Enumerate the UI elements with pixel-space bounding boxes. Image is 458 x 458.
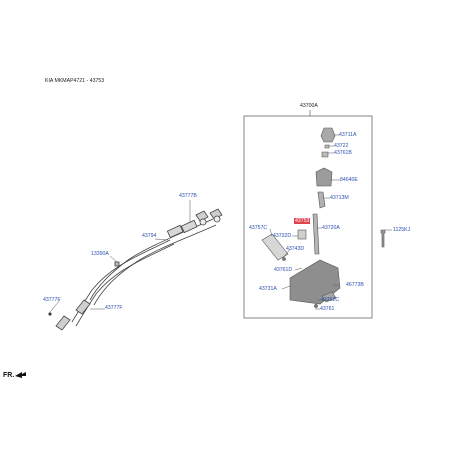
housing-part <box>289 259 341 305</box>
part-label-43757C: 43757C <box>249 225 268 231</box>
part-label-43761B: 43761B <box>334 150 352 156</box>
knob-part <box>320 127 336 143</box>
cable-leaders <box>49 200 191 313</box>
side-bolt-part <box>380 229 386 248</box>
part-label-1125KJ: 1125KJ <box>393 227 411 233</box>
shift-cable-assembly <box>48 208 223 331</box>
part-label-43720A: 43720A <box>322 225 340 231</box>
part-label-43777F-left: 43777F <box>43 297 61 303</box>
plate-part <box>261 233 289 261</box>
part-label-43732D: 43732D <box>273 233 292 239</box>
ring-part <box>324 144 330 149</box>
clip-part <box>321 151 329 158</box>
assembly-label: 43700A <box>300 103 318 109</box>
part-label-13390A: 13390A <box>91 251 109 257</box>
boot-part <box>315 167 333 187</box>
front-direction-label: FR. <box>3 372 15 379</box>
part-label-43722: 43722 <box>334 143 349 149</box>
part-label-43761D: 43761D <box>274 267 293 273</box>
part-label-46773B: 46773B <box>346 282 364 288</box>
part-label-43753-highlight: 43753 <box>294 218 311 224</box>
part-label-43794: 43794 <box>142 233 157 239</box>
part-label-43743D: 43743D <box>286 246 305 252</box>
shifter-assembly <box>261 127 386 308</box>
arrow-icon <box>15 372 26 378</box>
shift-lever-part <box>312 213 320 255</box>
part-label-84640E: 84640E <box>340 177 358 183</box>
part-label-43731A: 43731A <box>259 286 277 292</box>
diagram-title: KIA MKMAP4721 - 43753 <box>45 78 105 84</box>
pin-part <box>282 257 286 261</box>
assembly-frame <box>243 115 373 319</box>
part-label-43711A: 43711A <box>339 132 357 138</box>
part-label-43761: 43761 <box>320 306 335 312</box>
lever-part <box>317 191 326 209</box>
part-label-43713M: 43713M <box>330 195 349 201</box>
bolt-part <box>314 304 318 308</box>
frame-leaders <box>269 134 392 310</box>
highlighted-part <box>297 229 307 240</box>
part-label-43777B: 43777B <box>179 193 197 199</box>
part-label-43762C: 43762C <box>321 297 340 303</box>
part-label-43777F-right: 43777F <box>105 305 123 311</box>
